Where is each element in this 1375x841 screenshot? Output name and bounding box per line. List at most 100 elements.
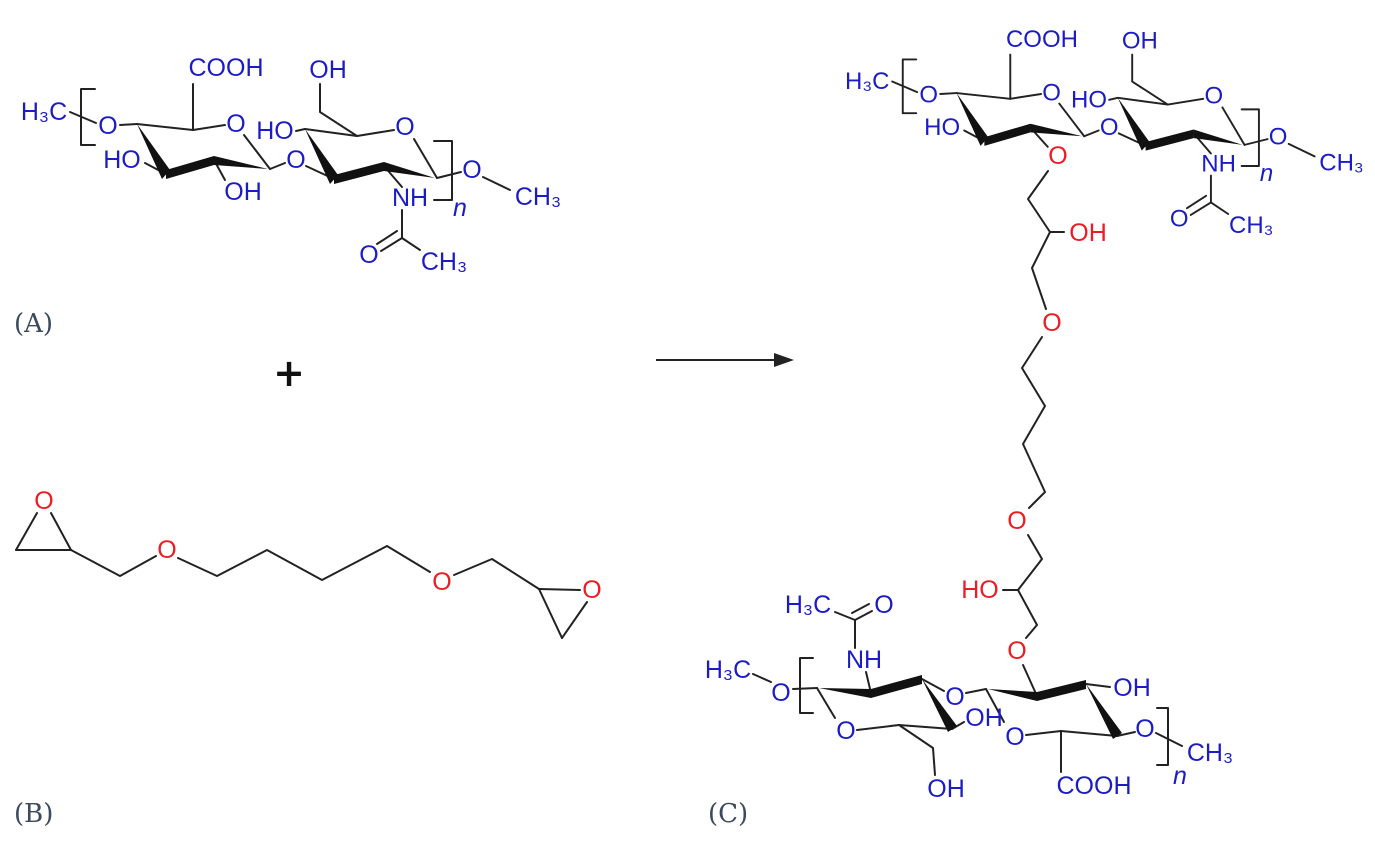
carboxyl-label: COOH xyxy=(1006,26,1078,53)
bond xyxy=(854,610,873,621)
amine-label: NH xyxy=(1201,151,1236,178)
bond xyxy=(356,129,395,137)
methyl-label: H₃C xyxy=(21,98,67,126)
hydroxyl-label: OH xyxy=(1069,219,1107,247)
bond xyxy=(851,603,870,614)
repeat-unit-label: n xyxy=(453,194,467,222)
panel-label-c: (C) xyxy=(708,799,748,829)
bond xyxy=(856,724,900,731)
bond xyxy=(436,171,462,179)
hydroxyl-label: HO xyxy=(924,114,960,141)
bond xyxy=(939,92,958,95)
panel-label-b: (B) xyxy=(14,799,53,829)
wedge-bond xyxy=(214,156,268,169)
wedge-bond xyxy=(956,93,989,146)
oxygen-label: O xyxy=(98,112,117,140)
bond xyxy=(538,588,563,639)
methyl-label: H₃C xyxy=(705,656,751,684)
hydroxyl-label: HO xyxy=(1071,86,1107,113)
acetyl-methyl-label: CH₃ xyxy=(421,248,467,276)
oxygen-label: O xyxy=(1135,715,1154,743)
bond xyxy=(1025,730,1062,736)
methyl-label: CH₃ xyxy=(1187,739,1233,767)
epoxide-oxygen-label: O xyxy=(34,487,53,515)
wedge-bond xyxy=(984,123,1031,146)
bond xyxy=(1243,138,1269,146)
bond xyxy=(891,80,919,94)
wedge-bond xyxy=(334,162,384,184)
wedge-bond xyxy=(819,688,871,698)
carbonyl-oxygen-label: O xyxy=(1170,205,1189,232)
wedge-bond xyxy=(384,162,435,178)
bond xyxy=(1131,53,1169,106)
bond xyxy=(269,162,286,170)
wedge-bond xyxy=(1037,680,1086,701)
bond xyxy=(965,688,987,694)
bond xyxy=(482,176,511,191)
bond xyxy=(136,123,194,131)
amine-label: NH xyxy=(392,184,428,212)
repeat-bracket-left xyxy=(901,58,918,115)
bonds xyxy=(891,53,1316,216)
glycosidic-oxygen-label: O xyxy=(945,683,964,711)
ring-oxygen-label: O xyxy=(395,113,414,141)
ether-oxygen-label: O xyxy=(1007,637,1026,665)
bond xyxy=(1221,106,1246,146)
hydroxyl-label: HO xyxy=(103,146,141,174)
bond xyxy=(898,724,953,730)
bond xyxy=(955,92,1012,100)
bond xyxy=(1287,142,1316,158)
wedge-bond xyxy=(1086,684,1122,739)
reaction-arrow xyxy=(656,353,794,367)
bond xyxy=(453,558,540,590)
bond xyxy=(50,512,72,551)
carbonyl-oxygen-label: O xyxy=(874,591,893,619)
bonds xyxy=(1002,170,1065,697)
bond xyxy=(70,549,157,577)
wedge-bond xyxy=(305,129,338,184)
ether-oxygen-label: O xyxy=(432,568,451,596)
bond xyxy=(538,588,581,591)
bond xyxy=(834,611,856,621)
ring-oxygen-label: O xyxy=(1204,82,1223,109)
wedge-bond xyxy=(988,689,1037,701)
wedge-bond xyxy=(166,156,214,179)
bdde-structure: O O O O xyxy=(15,487,602,639)
bond xyxy=(1185,194,1208,210)
wedge-bonds xyxy=(956,93,1243,151)
crosslinked-bottom-chain: H₃C O NH H₃C O O OH OH O OH O COOH O CH₃… xyxy=(705,591,1233,803)
crosslinked-top-chain: H₃C O COOH O HO O HO OH O NH O CH₃ n O C… xyxy=(845,26,1364,239)
bond xyxy=(1027,170,1051,310)
bond xyxy=(752,673,772,683)
repeat-bracket-right xyxy=(1240,108,1260,167)
carboxyl-label: COOH xyxy=(189,54,264,82)
ring-oxygen-label: O xyxy=(836,717,855,745)
bonds xyxy=(15,512,588,639)
ether-oxygen-label: O xyxy=(1007,507,1026,535)
bond xyxy=(177,545,431,581)
bond xyxy=(1017,534,1043,639)
amine-label: NH xyxy=(846,646,882,674)
repeat-bracket-left xyxy=(80,88,96,146)
bond xyxy=(1116,731,1136,737)
bonds xyxy=(69,83,511,252)
bond xyxy=(561,601,588,639)
oxygen-label: O xyxy=(1269,124,1288,151)
hydroxyl-label: HO xyxy=(256,117,294,145)
bond xyxy=(1108,96,1119,101)
bond xyxy=(401,237,421,251)
wedge-bond xyxy=(1030,123,1083,137)
wedge-bond xyxy=(1145,129,1194,151)
oxygen-label: O xyxy=(771,679,790,707)
bond xyxy=(119,123,138,126)
bond xyxy=(1209,201,1230,215)
wedge-bond xyxy=(137,124,170,179)
plus-sign: + xyxy=(273,351,305,395)
wedge-bond xyxy=(1117,97,1150,151)
ring-oxygen-label: O xyxy=(1042,80,1061,107)
acetyl-methyl-label: CH₃ xyxy=(1229,212,1273,239)
bond xyxy=(1083,129,1100,138)
hyaluronic-acid-structure: H₃C O COOH O HO OH O HO OH O NH O CH₃ n … xyxy=(21,54,561,276)
bond xyxy=(1085,683,1111,688)
